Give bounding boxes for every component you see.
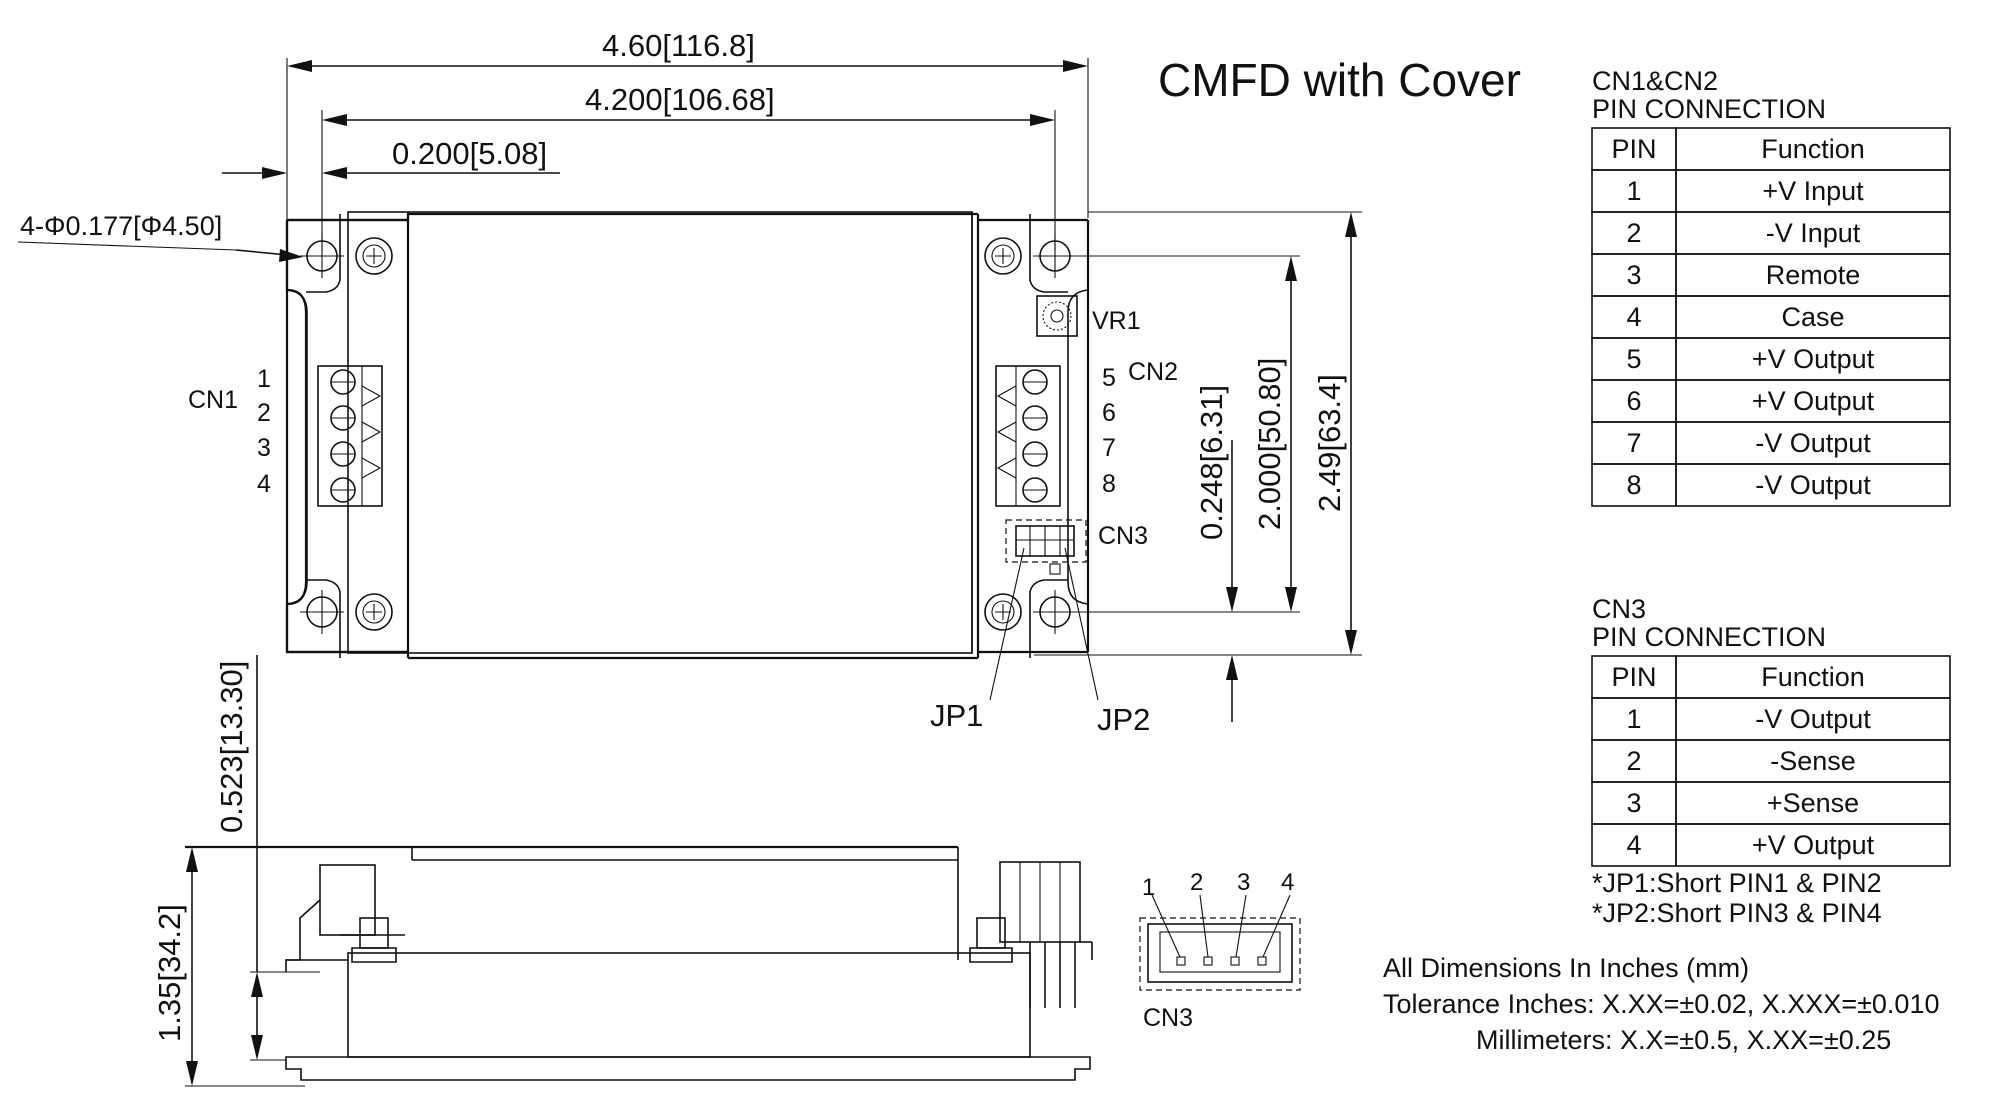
dim-overall-height: 2.49[63.4] (1034, 211, 1362, 656)
table1-pin-function: +V Output (1752, 344, 1875, 374)
cn3-detail-pin-1: 1 (1142, 874, 1155, 901)
cn1-pin-2: 2 (257, 399, 271, 427)
table1-header-function: Function (1761, 134, 1865, 164)
cn1-pin-4: 4 (257, 470, 271, 498)
mount-hole-bl (300, 590, 344, 634)
table1-pin-function: Remote (1766, 260, 1861, 290)
dim-mount-holes: 4-Φ0.177[Φ4.50] (17, 211, 303, 262)
table2-pin-function: -V Output (1755, 704, 1871, 734)
screw-icon (355, 237, 393, 275)
table1-pin-number: 4 (1626, 302, 1641, 332)
cn3-detail-pin-4: 4 (1281, 869, 1294, 896)
table1-cell (1675, 463, 1951, 507)
vr1-potentiometer-icon (1036, 295, 1078, 337)
screw-icon (355, 593, 393, 631)
table1-pin-function: +V Output (1752, 386, 1875, 416)
table2-title-2: PIN CONNECTION (1592, 622, 1826, 652)
table1-pin-function: +V Input (1762, 176, 1864, 206)
table2-cell (1675, 823, 1951, 867)
note-tolerance-inches: Tolerance Inches: X.XX=±0.02, X.XXX=±0.0… (1383, 989, 1939, 1019)
table2-title-1: CN3 (1592, 594, 1646, 624)
screw-icon (984, 593, 1022, 631)
screw-icon (984, 237, 1022, 275)
dim-hole-offset: 0.200[5.08] (222, 136, 560, 179)
table2-pin-number: 2 (1626, 746, 1641, 776)
table1-title-2: PIN CONNECTION (1592, 94, 1826, 124)
table2-pin-number: 1 (1626, 704, 1641, 734)
cn3-label: CN3 (1098, 522, 1148, 550)
table1-pin-function: -V Input (1766, 218, 1861, 248)
table1-pin-number: 6 (1626, 386, 1641, 416)
cn1-label: CN1 (188, 386, 238, 414)
table2-pin-number: 4 (1626, 830, 1641, 860)
cn2-pin-5: 5 (1102, 364, 1116, 392)
note-jp1: *JP1:Short PIN1 & PIN2 (1592, 868, 1882, 898)
mount-hole-tl (300, 234, 344, 278)
dim-hole-vert-spacing: 2.000[50.80] (1072, 255, 1300, 613)
cn3-detail-label: CN3 (1143, 1004, 1193, 1032)
table1-pin-number: 2 (1626, 218, 1641, 248)
drawing-title: CMFD with Cover (1158, 54, 1521, 106)
dim-bottom-offset: 0.248[6.31] (1194, 385, 1238, 722)
cn3-detail (1139, 894, 1301, 991)
table2-header-pin: PIN (1611, 662, 1656, 692)
dim-overall-width: 4.60[116.8] (286, 28, 1089, 640)
pin-table-cn3: PIN Function 1 -V Output 2 -Sense 3 +Sense 4 +V O… (1591, 655, 1951, 867)
dim-bottom-offset-label: 0.248[6.31] (1194, 385, 1229, 540)
cn2-terminal-block (995, 365, 1061, 507)
table1-pin-number: 3 (1626, 260, 1641, 290)
table1-pin-number: 8 (1626, 470, 1641, 500)
jp2-label: JP2 (1097, 702, 1150, 737)
side-view (185, 845, 1093, 1081)
dim-overall-width-label: 4.60[116.8] (602, 28, 755, 63)
cn1-terminal-block (317, 365, 383, 507)
vr1-label: VR1 (1092, 307, 1141, 335)
table1-pin-number: 7 (1626, 428, 1641, 458)
table2-pin-function: -Sense (1770, 746, 1856, 776)
table1-pin-function: Case (1781, 302, 1844, 332)
top-view (285, 211, 1090, 660)
mount-hole-tr (1033, 234, 1077, 278)
table2-pin-function: +Sense (1767, 788, 1859, 818)
table2-pin-function: +V Output (1752, 830, 1875, 860)
mount-hole-br (1033, 590, 1077, 634)
dim-hole-spacing: 4.200[106.68] (321, 82, 1056, 250)
cn2-label: CN2 (1128, 358, 1178, 386)
cn1-pin-3: 3 (257, 434, 271, 462)
cn1-pin-1: 1 (257, 365, 271, 393)
table1-pin-number: 5 (1626, 344, 1641, 374)
table1-header-pin: PIN (1611, 134, 1656, 164)
table1-title-1: CN1&CN2 (1592, 66, 1718, 96)
dim-hole-vert-spacing-label: 2.000[50.80] (1252, 358, 1287, 530)
cn3-connector (1005, 519, 1087, 575)
table2-header-function: Function (1761, 662, 1865, 692)
dim-mount-holes-label: 4-Φ0.177[Φ4.50] (20, 211, 222, 241)
pin-table-cn1-cn2: PIN Function 1 +V Input 2 -V Input 3 Remote 4 Cas… (1591, 127, 1951, 507)
dim-side-offset-label: 0.523[13.30] (214, 661, 249, 833)
note-units: All Dimensions In Inches (mm) (1383, 953, 1749, 983)
note-jp2: *JP2:Short PIN3 & PIN4 (1592, 898, 1882, 928)
dim-side-height: 1.35[34.2] (152, 846, 305, 1087)
cn3-detail-pin-2: 2 (1190, 869, 1203, 896)
table1-pin-function: -V Output (1755, 428, 1871, 458)
jp1-label: JP1 (930, 698, 983, 733)
cn2-pin-6: 6 (1102, 399, 1116, 427)
cn2-pin-7: 7 (1102, 434, 1116, 462)
cn3-detail-pin-3: 3 (1237, 869, 1250, 896)
cn2-pin-8: 8 (1102, 470, 1116, 498)
dim-side-height-label: 1.35[34.2] (152, 904, 187, 1042)
note-tolerance-mm: Millimeters: X.X=±0.5, X.XX=±0.25 (1476, 1025, 1891, 1055)
dim-overall-height-label: 2.49[63.4] (1312, 374, 1347, 512)
table1-pin-function: -V Output (1755, 470, 1871, 500)
table2-pin-number: 3 (1626, 788, 1641, 818)
dim-side-offset: 0.523[13.30] (214, 655, 320, 1061)
dim-hole-offset-label: 0.200[5.08] (392, 136, 547, 171)
dim-hole-spacing-label: 4.200[106.68] (585, 82, 775, 117)
table1-pin-number: 1 (1626, 176, 1641, 206)
